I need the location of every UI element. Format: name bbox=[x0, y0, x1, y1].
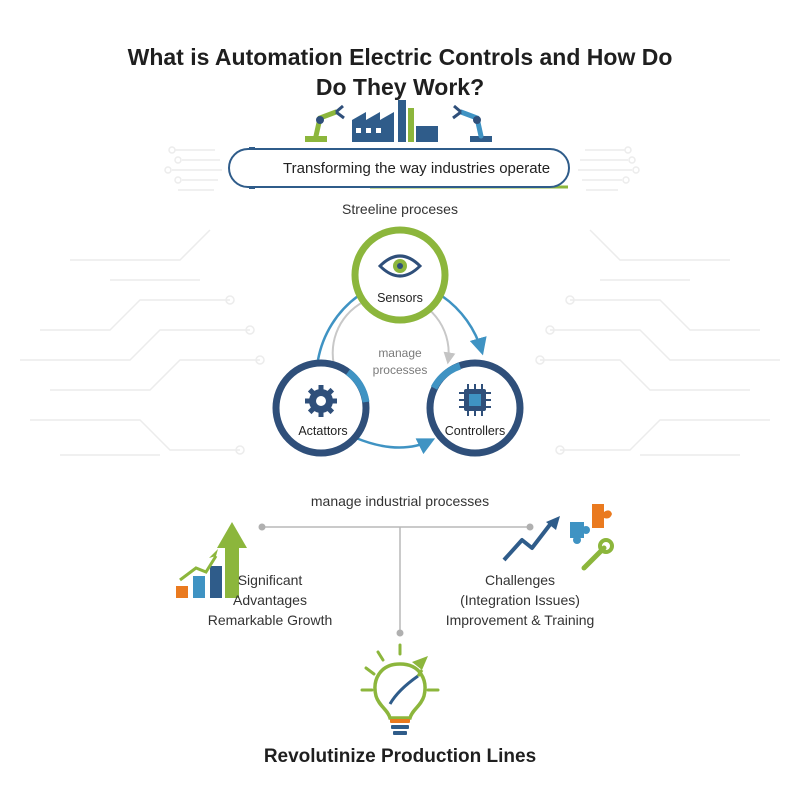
tagline-banner: Transforming the way industries operate bbox=[228, 148, 570, 188]
center-label-line-2: processes bbox=[372, 363, 428, 377]
arrow-sensors-to-controllers bbox=[441, 294, 487, 356]
chip-icon bbox=[459, 384, 491, 416]
sensors-label: Sensors bbox=[377, 291, 423, 305]
challenges-line-2: (Integration Issues) bbox=[460, 592, 580, 608]
hub-label: manage industrial processes bbox=[310, 493, 490, 509]
sensors-node bbox=[351, 226, 449, 324]
hub-connectors bbox=[258, 523, 534, 637]
actuators-node bbox=[272, 359, 370, 457]
gear-icon bbox=[305, 385, 337, 417]
center-label-line-1: manage bbox=[378, 346, 422, 360]
lightbulb-icon bbox=[360, 643, 440, 735]
banner-text: Transforming the way industries operate bbox=[283, 160, 551, 177]
center-label: manage processes bbox=[350, 345, 450, 379]
challenges-line-1: Challenges bbox=[484, 572, 556, 588]
eye-icon bbox=[377, 254, 423, 278]
actuators-label: Actattors bbox=[298, 424, 348, 438]
bottom-title: Revolutinize Production Lines bbox=[263, 746, 537, 767]
challenges-line-3: Improvement & Training bbox=[445, 612, 595, 628]
puzzle-wrench-icon bbox=[502, 504, 614, 571]
controllers-label: Controllers bbox=[444, 424, 506, 438]
subtitle: Streeline proceses bbox=[342, 201, 458, 217]
arrow-actuators-to-sensors bbox=[316, 294, 359, 361]
title-line-1: What is Automation Electric Controls and… bbox=[127, 44, 673, 70]
arrow-actuators-to-controllers bbox=[355, 436, 436, 455]
title-line-2: Do They Work? bbox=[315, 74, 485, 100]
factory-robots-icon bbox=[305, 100, 492, 142]
advantages-line-3: Remarkable Growth bbox=[207, 612, 333, 628]
advantages-line-1: Significant bbox=[237, 572, 303, 588]
challenges-block: Challenges (Integration Issues) Improvem… bbox=[420, 570, 620, 630]
growth-chart-icon bbox=[176, 522, 247, 598]
advantages-line-2: Advantages bbox=[233, 592, 307, 608]
controllers-node bbox=[426, 359, 524, 457]
advantages-block: Significant Advantages Remarkable Growth bbox=[180, 570, 360, 630]
circuit-background bbox=[20, 146, 780, 456]
